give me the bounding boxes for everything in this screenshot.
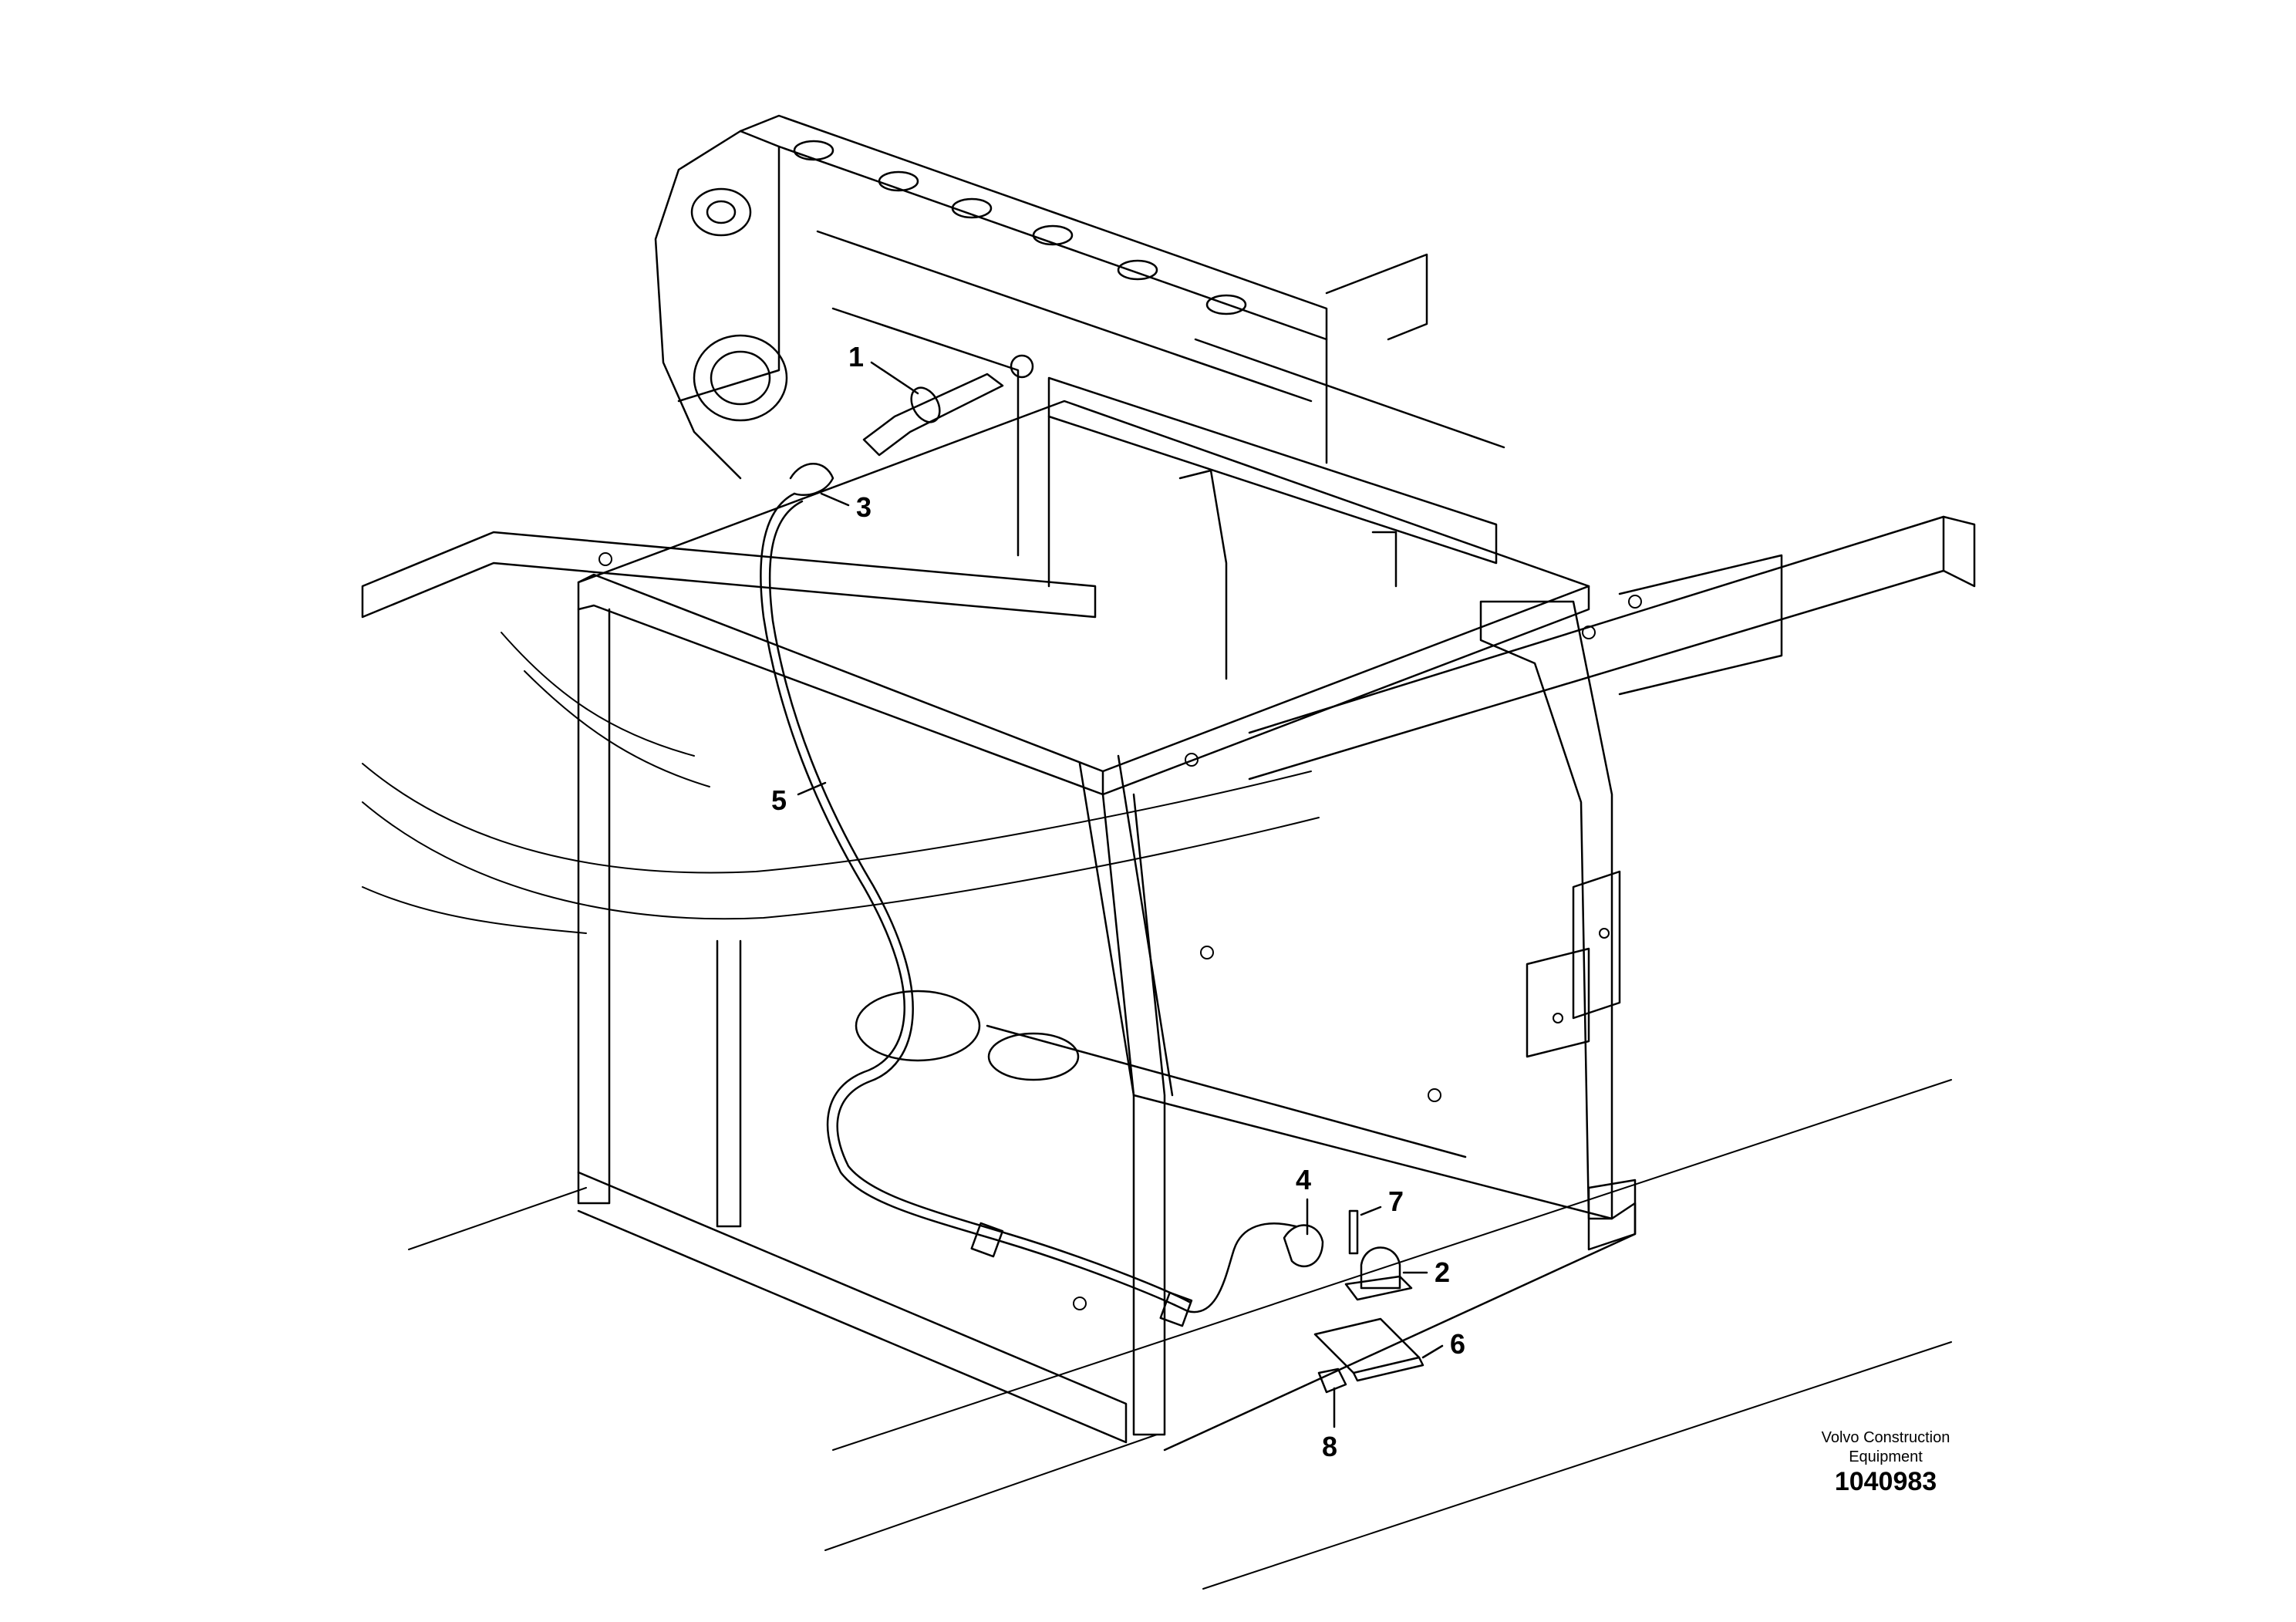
part-number-3: 3: [856, 491, 872, 523]
frame-cutouts: [855, 990, 1080, 1081]
background-hoses: [362, 632, 1320, 934]
part-number-4: 4: [1296, 1164, 1312, 1195]
part-number-5: 5: [771, 784, 787, 816]
hose-clamp: [1360, 1246, 1401, 1290]
leader-lines: [797, 361, 1444, 1428]
ground-lines: [408, 1079, 1952, 1590]
drain-hose: [760, 492, 1297, 1313]
main-frame: [577, 400, 1637, 1452]
rear-cross-beam: [361, 515, 1976, 781]
hose-end: [1283, 1224, 1324, 1268]
drain-valve: [862, 373, 1004, 457]
figure-number: 1040983: [1834, 1467, 1937, 1496]
part-number-7: 7: [1388, 1185, 1404, 1217]
screw: [1348, 1209, 1359, 1255]
part-number-2: 2: [1435, 1256, 1451, 1288]
engine-mount-frame: [1047, 338, 1505, 680]
part-number-1: 1: [848, 341, 865, 373]
company-name: Volvo Construction Equipment: [1797, 1428, 1974, 1467]
part-number-8: 8: [1322, 1431, 1338, 1462]
bolts: [598, 552, 1642, 1310]
engine-block: [654, 114, 1428, 557]
mounting-plate: [1313, 1317, 1421, 1374]
company-line-1: Volvo Construction: [1821, 1429, 1950, 1446]
drain-hose-assembly: [760, 354, 1424, 1394]
part-number-6: 6: [1450, 1328, 1466, 1360]
company-line-2: Equipment: [1849, 1448, 1923, 1465]
flange-nut: [1317, 1367, 1347, 1394]
hose-clamp-top: [789, 463, 834, 497]
